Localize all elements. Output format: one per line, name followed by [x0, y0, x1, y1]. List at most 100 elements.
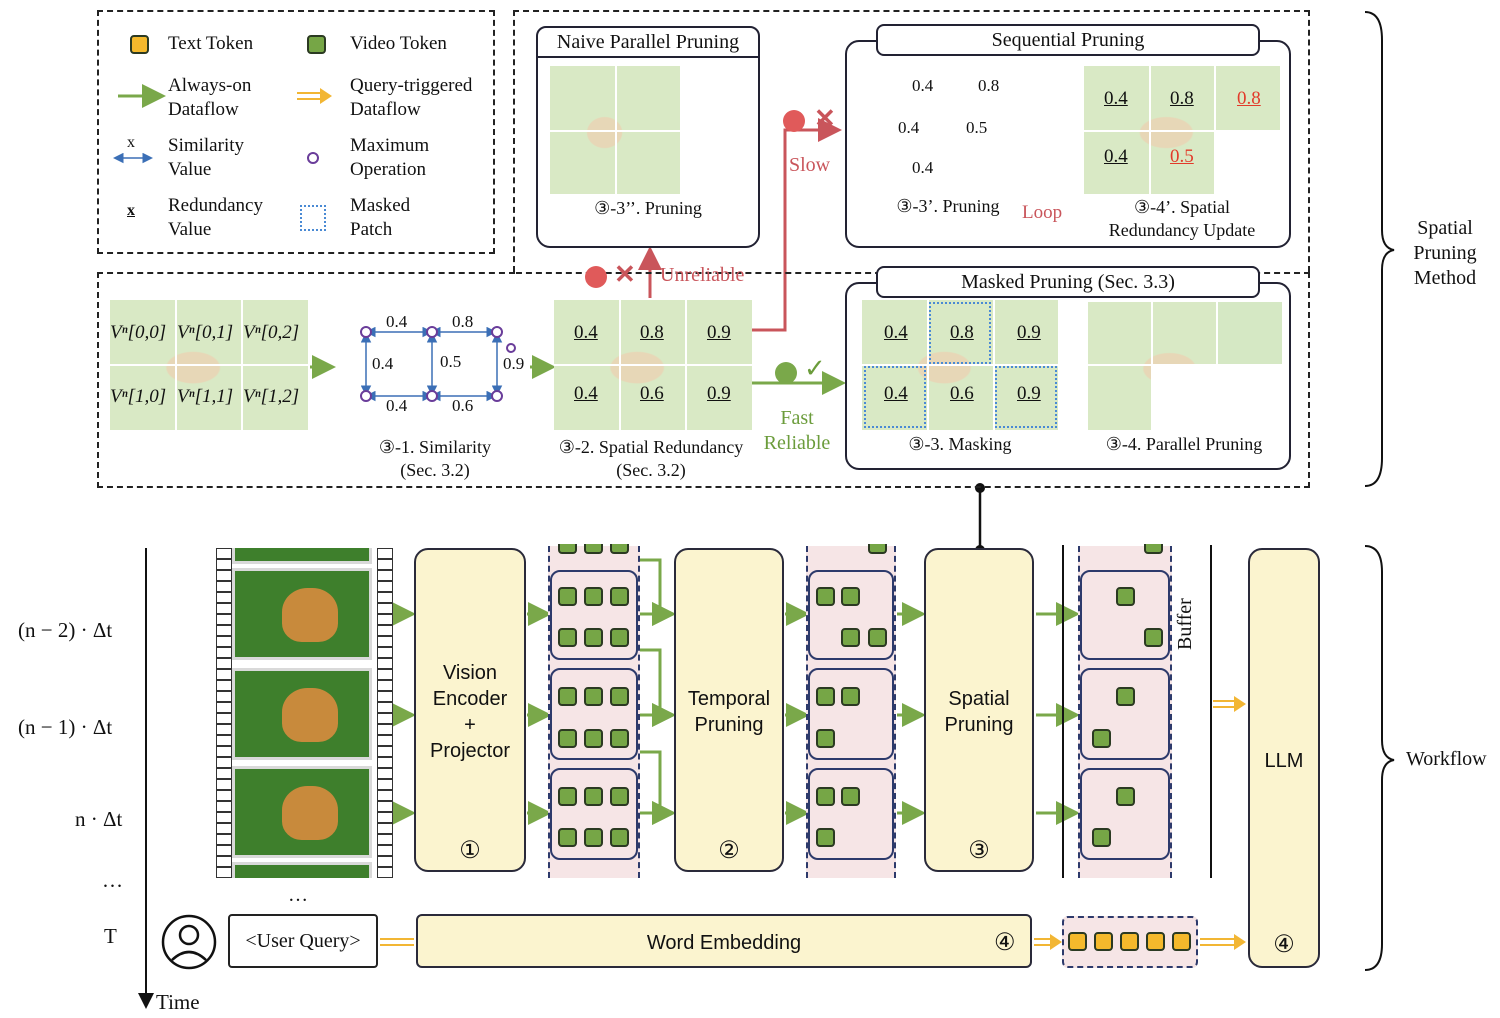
video-frame	[232, 668, 372, 760]
sad-face-icon	[783, 110, 805, 132]
video-token	[610, 729, 629, 748]
upd-1-1: 0.5	[1170, 146, 1194, 167]
patch-0-0: Vⁿ[0,0]	[110, 322, 167, 343]
mask-0-2: 0.9	[1017, 322, 1041, 343]
video-token	[558, 587, 577, 606]
sad-face-icon	[585, 266, 607, 288]
video-token	[584, 828, 603, 847]
patch-1-0: Vⁿ[1,0]	[110, 386, 167, 407]
video-token	[841, 787, 860, 806]
video-token	[816, 787, 835, 806]
video-frame	[232, 568, 372, 660]
similarity-symbol: x	[127, 134, 135, 151]
time-ellipsis: …	[102, 868, 123, 892]
video-token	[558, 687, 577, 706]
video-token	[868, 544, 887, 554]
legend-video-token: Video Token	[350, 33, 447, 54]
red-0-1: 0.8	[640, 322, 664, 343]
naive-caption: ③-3’’. Pruning	[594, 198, 702, 218]
parallel-pruning-caption: ③-4. Parallel Pruning	[1105, 434, 1263, 454]
patch-0-1: Vⁿ[0,1]	[177, 322, 234, 343]
happy-face-icon	[775, 362, 797, 384]
sim-top-right: 0.8	[452, 312, 474, 331]
sim-bottom-right: 0.6	[452, 396, 474, 415]
video-token	[584, 787, 603, 806]
sim-top-left: 0.4	[386, 312, 408, 331]
masked-patch-icon	[300, 205, 326, 231]
masked-patch	[929, 302, 991, 364]
upd-1-0: 0.4	[1104, 146, 1128, 167]
loop-label: Loop	[1022, 202, 1063, 223]
llm-module: LLM ④	[1248, 548, 1320, 968]
video-frame	[232, 862, 372, 878]
frames-ellipsis: …	[288, 884, 308, 906]
user-query-box[interactable]: <User Query>	[228, 914, 378, 968]
video-token	[1116, 587, 1135, 606]
user-query-text: <User Query>	[245, 930, 361, 952]
text-token	[1172, 932, 1191, 951]
video-token	[610, 628, 629, 647]
seq-right: 0.5	[966, 118, 988, 137]
video-token	[584, 587, 603, 606]
video-token	[584, 628, 603, 647]
text-token	[1094, 932, 1113, 951]
step-4-number: ④	[994, 930, 1016, 956]
video-token	[584, 544, 603, 554]
video-token	[1092, 729, 1111, 748]
legend-box	[97, 10, 495, 254]
buffer-label: Buffer	[1174, 598, 1196, 650]
time-label-n-minus-2: (n − 2) · Δt	[18, 618, 113, 642]
video-token	[610, 544, 629, 554]
video-token	[610, 687, 629, 706]
video-token	[558, 628, 577, 647]
video-token	[558, 544, 577, 554]
legend-text-token: Text Token	[168, 33, 254, 54]
red-0-2: 0.9	[707, 322, 731, 343]
video-token	[584, 687, 603, 706]
seq-top-right: 0.8	[978, 76, 1000, 95]
video-token	[1092, 828, 1111, 847]
video-token	[584, 729, 603, 748]
sequential-pruning-caption: ③-3’. Pruning	[896, 196, 1000, 216]
sim-left: 0.4	[372, 354, 394, 373]
upd-0-1: 0.8	[1170, 88, 1194, 109]
mask-1-0: 0.4	[884, 383, 908, 404]
red-1-1: 0.6	[640, 383, 664, 404]
redundancy-caption: ③-2. Spatial Redundancy(Sec. 3.2)	[558, 437, 744, 480]
video-token-icon	[307, 35, 326, 54]
red-1-2: 0.9	[707, 383, 731, 404]
upd-0-2: 0.8	[1237, 88, 1261, 109]
film-strip-left	[216, 548, 232, 878]
cross-icon: ✕	[614, 260, 636, 289]
video-token	[868, 628, 887, 647]
seq-left: 0.4	[898, 118, 920, 137]
video-token	[841, 687, 860, 706]
masked-patch	[995, 366, 1057, 428]
token-group	[1080, 668, 1170, 760]
upd-0-0: 0.4	[1104, 88, 1128, 109]
red-1-0: 0.4	[574, 383, 598, 404]
masked-pruning-title: Masked Pruning (Sec. 3.3)	[876, 266, 1260, 298]
naive-pruning-title: Naive Parallel Pruning	[536, 26, 760, 58]
slow-label: Slow	[789, 154, 831, 176]
video-token	[1144, 544, 1163, 554]
unreliable-label: Unreliable	[660, 264, 745, 286]
cross-icon: ✕	[814, 104, 836, 133]
step-4-number: ④	[1273, 932, 1295, 958]
time-label-n: n · Δt	[75, 807, 123, 831]
workflow-label: Workflow	[1406, 748, 1487, 770]
video-token	[558, 787, 577, 806]
mask-1-2: 0.9	[1017, 383, 1041, 404]
step-3-number: ③	[968, 838, 990, 864]
time-axis-label: Time	[156, 990, 200, 1014]
